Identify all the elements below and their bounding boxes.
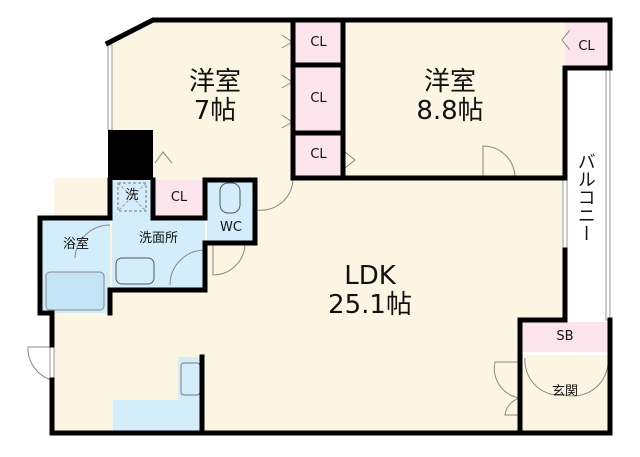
ldk-floor-right [522,178,565,320]
closet-fill [294,22,343,65]
room-name: LDK [344,261,396,291]
closet-fill [294,68,343,131]
entrance-label: 玄関 [551,384,578,399]
bedroom-8-8-floor [343,22,565,178]
kitchen-counter [113,357,202,433]
bath-label: 浴室 [62,237,89,252]
wc-label: WC [220,220,242,235]
balcony-label: バルコニー [574,152,596,242]
closet-label: CL [170,190,188,205]
closet-label: CL [310,35,327,50]
structural-column [108,130,153,180]
entrance-floor [522,355,608,433]
bathtub [45,271,105,311]
shoe-box-label: SB [556,329,574,344]
toilet [219,182,241,214]
closet-fill [565,22,608,68]
closet-label: CL [310,91,327,106]
washroom-label: 洗面所 [138,231,178,246]
bedroom-8-8-label: 洋室 8.8帖 [390,68,510,125]
closet-fill [294,135,343,178]
closet-label: CL [310,147,327,162]
room-size: 7帖 [193,95,237,126]
sink [115,257,155,285]
washer-label: 洗 [125,188,139,203]
room-size: 8.8帖 [416,95,484,126]
bedroom-7-label: 洋室 7帖 [160,68,270,125]
closet-fill [153,180,205,218]
room-size: 25.1帖 [328,289,412,320]
shoe-box-fill [522,322,608,352]
ldk-label: LDK 25.1帖 [310,262,430,319]
room-name: 洋室 [423,67,476,97]
closet-label: CL [578,39,595,54]
washer-space [117,182,147,212]
bedroom-7-floor [110,22,293,178]
room-name: 洋室 [188,67,241,97]
